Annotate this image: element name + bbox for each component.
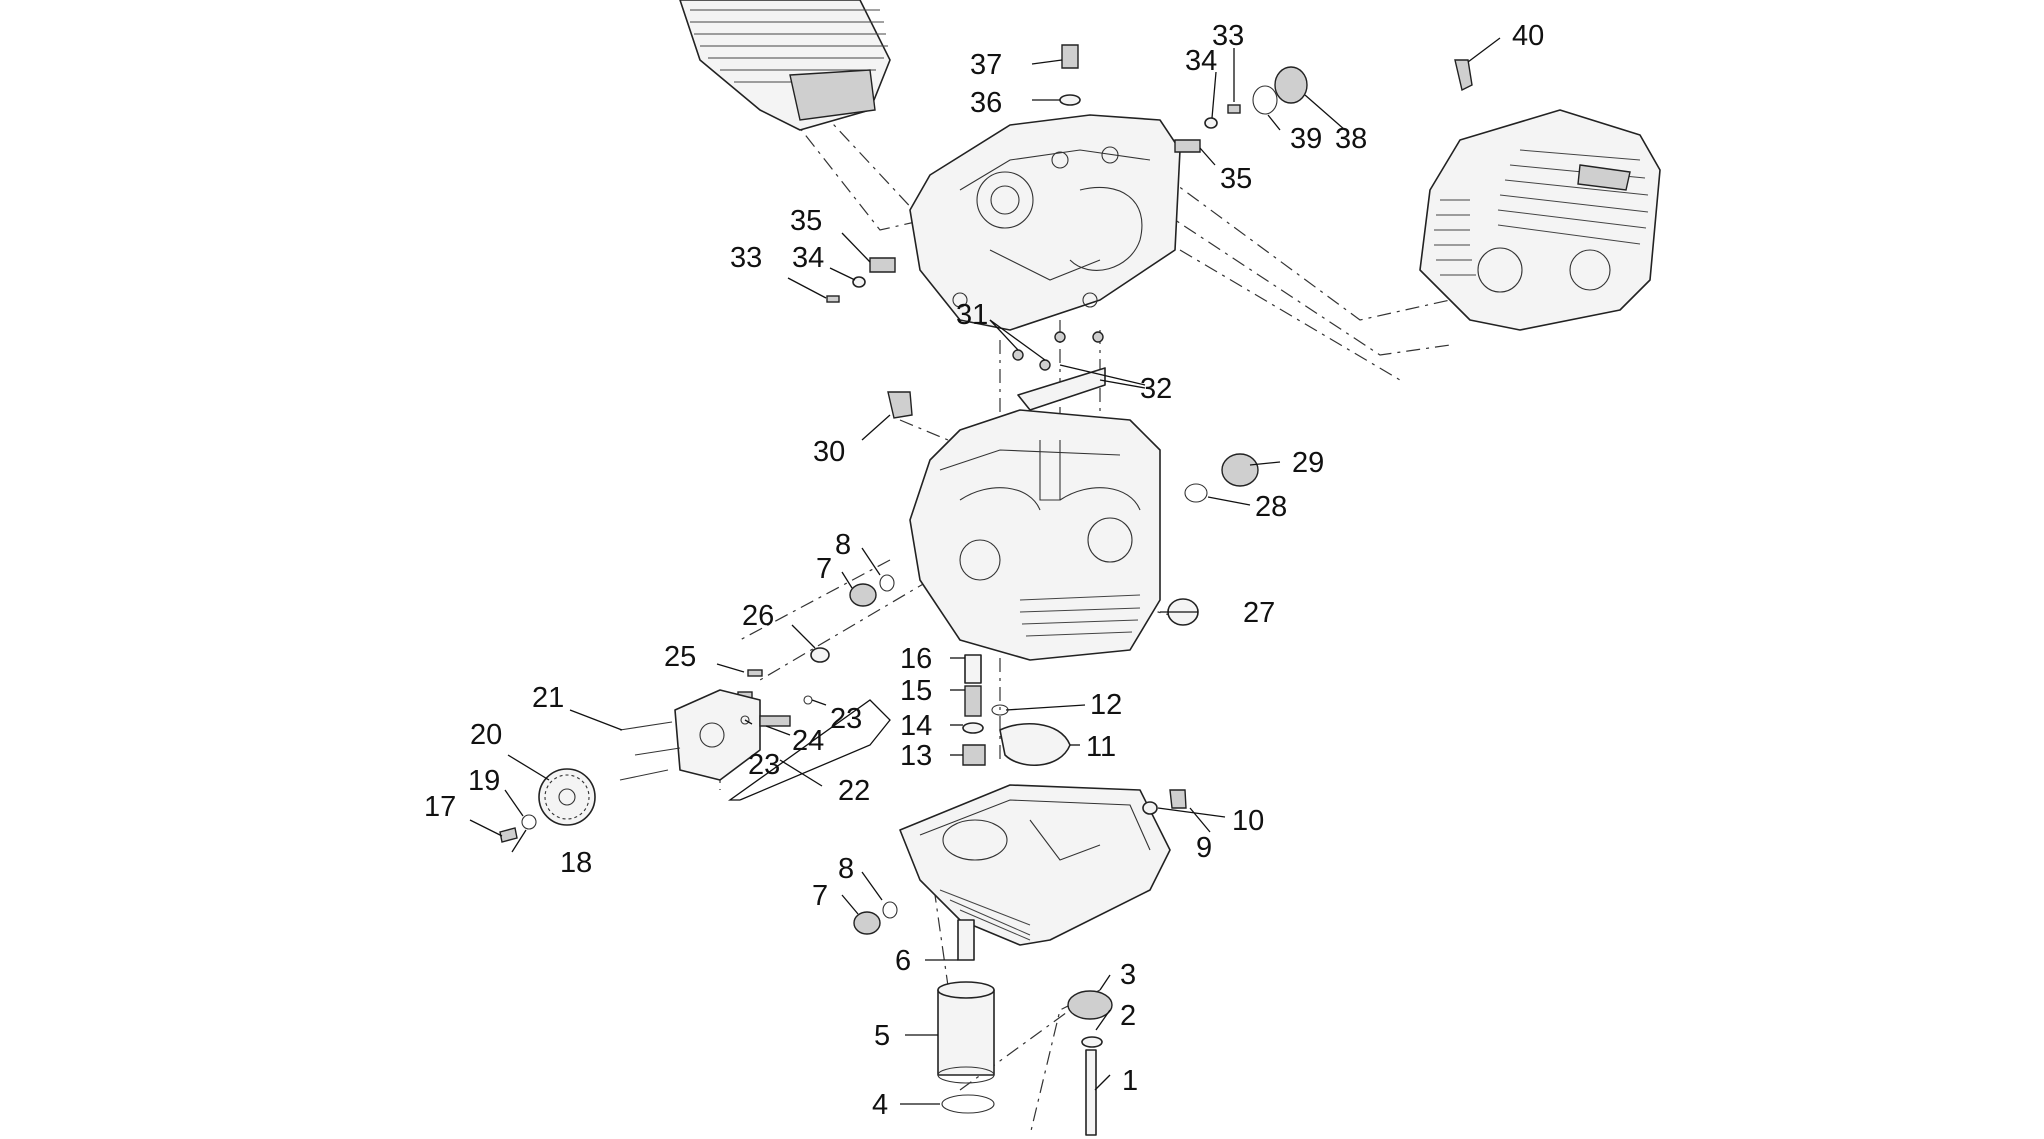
callout-38: 38	[1335, 123, 1367, 155]
lower-crankcase	[909, 409, 1161, 661]
callout-28: 28	[1255, 491, 1287, 523]
callout-10: 10	[1232, 805, 1264, 837]
upper-crankcase	[909, 114, 1181, 331]
callout-15: 15	[900, 675, 932, 707]
callout-9: 9	[1196, 832, 1212, 864]
callout-21: 21	[532, 682, 564, 714]
callout-11: 11	[1086, 731, 1116, 763]
callout-36: 36	[970, 87, 1002, 119]
leader-lines	[469, 37, 1501, 1105]
callout-37: 37	[970, 49, 1002, 81]
callout-23-left: 23	[748, 749, 780, 781]
callout-labels: 1 2 3 4 5 6 7 8 7 8 9 10 11 12 13 14 15 …	[424, 20, 1544, 1121]
callout-19: 19	[468, 765, 500, 797]
callout-29: 29	[1292, 447, 1324, 479]
callout-31: 31	[956, 299, 988, 331]
callout-4: 4	[872, 1089, 888, 1121]
callout-22: 22	[838, 775, 870, 807]
callout-2: 2	[1120, 1000, 1136, 1032]
callout-20: 20	[470, 719, 502, 751]
callout-16: 16	[900, 643, 932, 675]
callout-12: 12	[1090, 689, 1122, 721]
callout-26: 26	[742, 600, 774, 632]
small-parts	[499, 44, 1473, 1136]
cylinder-head	[1419, 109, 1661, 331]
callout-34-right: 34	[1185, 45, 1217, 77]
callout-33-right: 33	[1212, 20, 1244, 52]
callout-24: 24	[792, 725, 824, 757]
callout-30: 30	[813, 436, 845, 468]
assembly-lines	[719, 89, 1451, 1136]
callout-17: 17	[424, 791, 456, 823]
callout-33-left: 33	[730, 242, 762, 274]
callout-35-left: 35	[790, 205, 822, 237]
callout-27: 27	[1243, 597, 1275, 629]
callout-40: 40	[1512, 20, 1544, 52]
callout-7-upper: 7	[816, 553, 832, 585]
callout-1: 1	[1122, 1065, 1138, 1097]
callout-32: 32	[1140, 373, 1172, 405]
callout-13: 13	[900, 740, 932, 772]
callout-14: 14	[900, 710, 932, 742]
callout-7-lower: 7	[812, 880, 828, 912]
callout-23-right: 23	[830, 703, 862, 735]
oil-pan	[899, 784, 1171, 946]
callout-8-lower: 8	[838, 853, 854, 885]
callout-6: 6	[895, 945, 911, 977]
callout-5: 5	[874, 1020, 890, 1052]
callout-3: 3	[1120, 959, 1136, 991]
callout-8-upper: 8	[835, 529, 851, 561]
callout-25: 25	[664, 641, 696, 673]
callout-35-right: 35	[1220, 163, 1252, 195]
callout-18: 18	[560, 847, 592, 879]
cylinder-barrel	[679, 0, 891, 131]
callout-34-left: 34	[792, 242, 824, 274]
callout-39: 39	[1290, 123, 1322, 155]
